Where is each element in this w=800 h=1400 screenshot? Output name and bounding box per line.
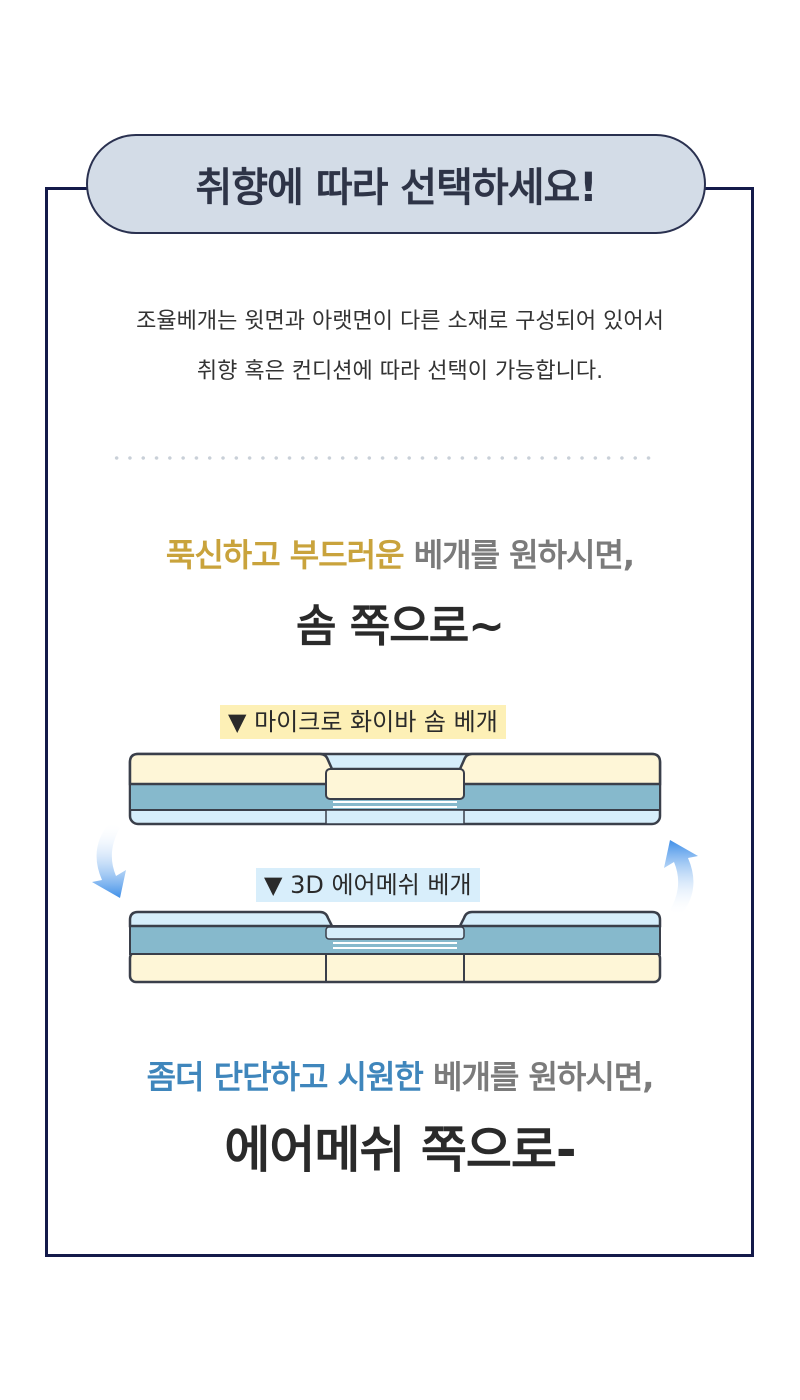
soft-subheading: 푹신하고 부드러운 베개를 원하시면,	[0, 530, 800, 576]
soft-highlight: 푹신하고 부드러운	[165, 536, 405, 574]
airmesh-pillow-diagram	[128, 910, 662, 984]
firm-headline: 에어메쉬 쪽으로-	[224, 1121, 576, 1179]
firm-rest: 베개를 원하시면,	[422, 1058, 654, 1096]
fiber-pillow-diagram	[128, 752, 662, 826]
curved-arrow-down-icon	[92, 822, 126, 898]
title-pill: 취향에 따라 선택하세요!	[86, 134, 706, 234]
firm-highlight: 좀더 단단하고 시원한	[146, 1058, 424, 1096]
firm-subheading: 좀더 단단하고 시원한 베개를 원하시면,	[0, 1052, 800, 1098]
pillow-top-label: ▼ 마이크로 화이바 솜 베개	[220, 705, 506, 739]
dotted-divider	[110, 456, 660, 460]
intro-line-2: 취향 혹은 컨디션에 따라 선택이 가능합니다.	[196, 359, 604, 384]
soft-headline: 솜 쪽으로~	[295, 601, 505, 652]
page-title: 취향에 따라 선택하세요!	[195, 165, 597, 211]
intro-line-1: 조율베개는 윗면과 아랫면이 다른 소재로 구성되어 있어서	[136, 309, 664, 334]
soft-rest: 베개를 원하시면,	[403, 536, 635, 574]
pillow-bottom-label: ▼ 3D 에어메쉬 베개	[256, 868, 480, 902]
curved-arrow-up-icon	[664, 840, 698, 916]
